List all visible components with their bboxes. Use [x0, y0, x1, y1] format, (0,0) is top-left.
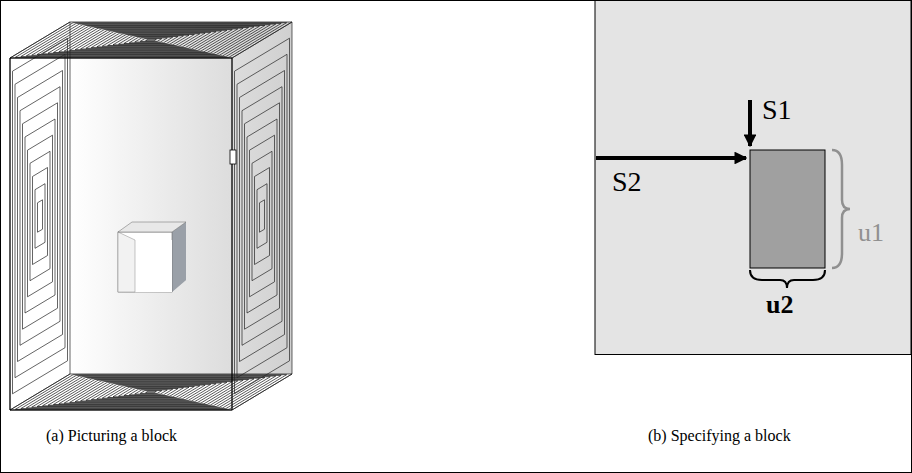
face-line [252, 151, 272, 280]
back-wall [70, 22, 292, 374]
face-line [33, 168, 48, 265]
face-line [86, 384, 216, 401]
force-label: S2 [612, 168, 642, 196]
face-line [108, 35, 195, 46]
face-line [86, 32, 216, 49]
dimension-label: u2 [766, 292, 793, 318]
face-line [129, 37, 172, 43]
face-line [91, 32, 210, 47]
face-line [23, 103, 58, 329]
u2-brace [750, 270, 825, 288]
face-line [81, 31, 222, 49]
face-line [232, 22, 292, 410]
face-line [97, 33, 205, 47]
face-line [70, 382, 233, 403]
face-line [113, 387, 189, 397]
face-line [135, 38, 168, 42]
small-block [118, 222, 186, 292]
face-line [75, 382, 227, 401]
face-line [26, 376, 275, 408]
block-rect [750, 150, 825, 268]
face-line [59, 380, 243, 404]
face-line [48, 379, 254, 405]
face-line [240, 71, 285, 362]
face-line [146, 391, 157, 392]
s2-arrow [596, 156, 746, 160]
face-line [53, 28, 248, 53]
face-line [64, 381, 238, 403]
face-line [135, 390, 168, 394]
face-line [255, 168, 270, 265]
face-line [91, 384, 210, 399]
face-line [43, 26, 260, 54]
face-line [235, 38, 290, 394]
face-line [124, 389, 178, 396]
cube-edge [232, 58, 233, 410]
face-line [37, 378, 265, 407]
face-line [53, 380, 248, 405]
face-line [247, 119, 277, 313]
cube-edge [10, 410, 232, 411]
face-line [102, 34, 200, 46]
face-line [140, 39, 162, 42]
face-line [35, 184, 45, 249]
face-line [43, 378, 260, 406]
face-line [237, 54, 287, 377]
face-line [18, 71, 63, 362]
face-line [242, 87, 282, 346]
face-line [20, 87, 60, 346]
face-line [64, 29, 238, 51]
face-line [119, 388, 184, 396]
face-line [75, 30, 227, 49]
face-line [15, 23, 286, 58]
face-line [10, 22, 70, 410]
caption-text: (a) Picturing a block [46, 428, 177, 444]
room-cube [10, 22, 292, 410]
face-line [108, 387, 195, 398]
face-line [257, 184, 267, 249]
cube-edge [10, 58, 11, 410]
face-line [81, 383, 222, 401]
face-line [15, 54, 65, 377]
face-line [250, 135, 275, 297]
dimension-label: u1 [858, 220, 884, 246]
face-line [26, 24, 275, 56]
face-line [28, 135, 53, 297]
face-line [146, 39, 157, 40]
caption-text: (b) Specifying a block [648, 428, 791, 444]
face-line [119, 36, 184, 44]
u1-brace [832, 150, 850, 268]
face-line [38, 200, 43, 232]
face-line [10, 22, 292, 58]
s1-arrow [748, 100, 752, 146]
face-line [15, 375, 286, 410]
face-line [140, 391, 162, 394]
face-line [113, 35, 189, 45]
face-line [37, 26, 265, 55]
face-line [25, 119, 55, 313]
face-line [260, 200, 265, 232]
small-marker [230, 150, 236, 164]
face-line [10, 374, 292, 410]
face-line [245, 103, 280, 329]
face-line [30, 151, 50, 280]
specification-panel [595, 1, 911, 355]
face-line [124, 37, 178, 44]
face-line [59, 28, 243, 52]
face-line [48, 27, 254, 53]
cube-edge [10, 58, 232, 59]
face-line [70, 30, 233, 51]
face-line [97, 385, 205, 399]
force-label: S1 [762, 96, 792, 124]
face-line [129, 389, 172, 395]
face-line [13, 38, 68, 394]
face-line [102, 386, 200, 398]
